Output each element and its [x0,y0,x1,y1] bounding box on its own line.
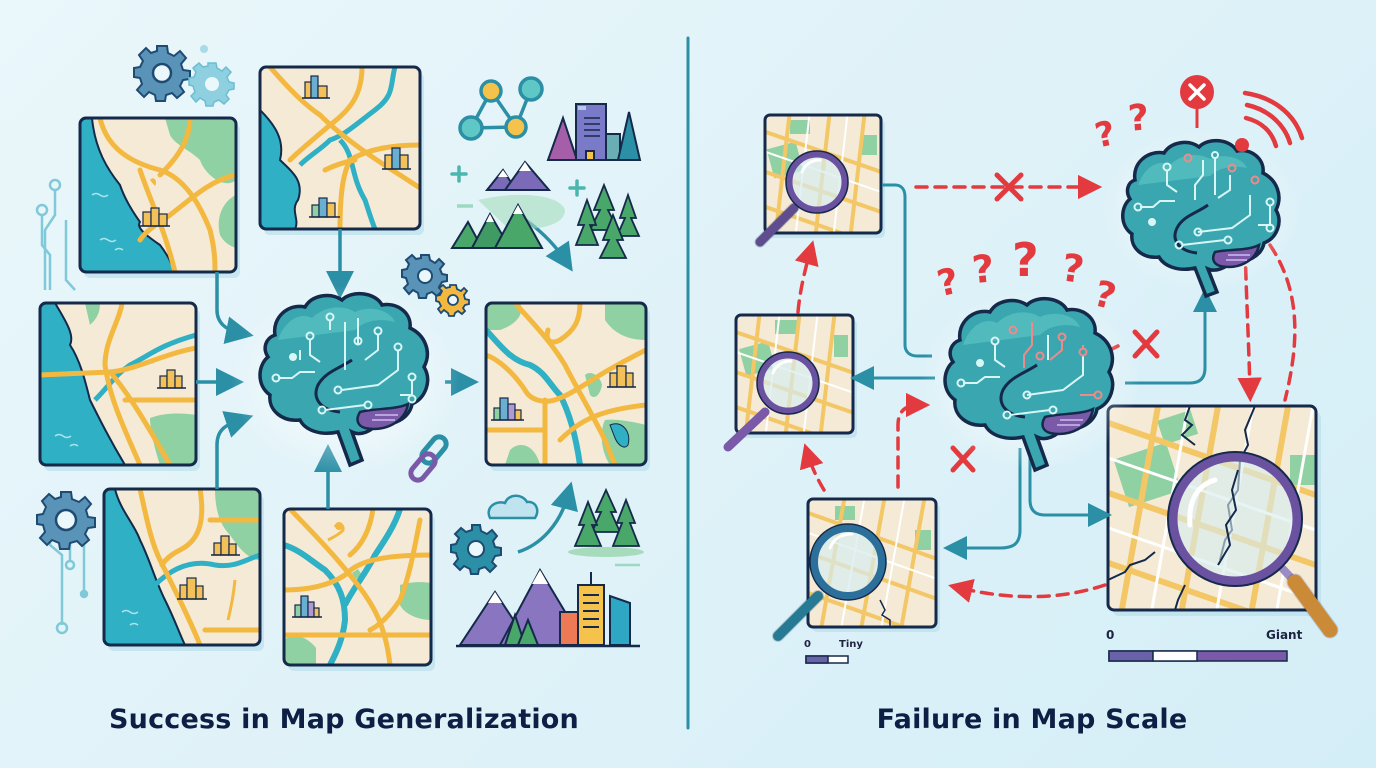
svg-text:?: ? [934,261,963,305]
left-panel [35,45,650,671]
scale-large-max-label: Giant [1266,628,1303,642]
map-tile-coastal-city [102,487,264,651]
question-mark-icons: ? ? [1091,97,1150,156]
scale-small-min-label: 0 [804,639,811,650]
building-icon [157,369,186,389]
magnified-map-tile-middle [723,313,857,452]
node-graph-icon [458,76,544,141]
chain-link-icon [408,434,449,483]
svg-text:?: ? [1091,113,1119,156]
svg-text:?: ? [1059,245,1087,292]
forest-icon [568,487,644,557]
gear-icon [36,491,96,550]
scale-bar-large [1108,650,1288,662]
magnifier-icon [772,523,887,642]
magnifier-icon [723,351,820,452]
scale-large-min-label: 0 [1106,628,1115,642]
gear-icon [450,524,502,575]
brain-circuit-icon [230,285,460,475]
mountain-icon [484,160,552,191]
right-panel-title: Failure in Map Scale [876,704,1188,735]
svg-text:?: ? [1090,273,1120,318]
plus-icon [450,165,586,197]
mountain-city-icon [456,567,640,648]
map-tile-river-grid [282,507,435,671]
gear-icon [188,61,235,107]
cloud-icon [487,494,539,520]
city-skyline-icon [546,103,642,161]
signal-waves-icon [1242,90,1305,149]
confused-brain-icon [920,290,1140,473]
svg-text:?: ? [1127,97,1151,139]
right-panel: ? ? ? ? ? [723,75,1339,664]
cracked-magnified-map-large [1106,404,1339,639]
error-dot [1235,138,1249,152]
alert-brain-icon [1100,130,1300,299]
left-panel-title: Success in Map Generalization [109,704,579,735]
map-tile-city-river [258,65,424,235]
error-pin-icon [1180,75,1214,128]
svg-text:?: ? [970,246,996,292]
building-icon [302,75,330,99]
forest-icon [574,182,641,259]
svg-text:?: ? [1012,233,1039,287]
generalized-map-output [484,301,650,471]
building-icon [309,197,340,218]
scale-bar-small [805,655,849,664]
building-icon [607,365,636,388]
building-icon [491,397,524,421]
error-dashed-arrows [794,174,1297,603]
building-icon [211,535,240,556]
mountain-icon [450,202,544,249]
map-tile-river-coast [38,301,200,471]
building-icon [292,595,322,618]
gear-icon [435,283,470,317]
magnified-map-tile-top [754,113,885,248]
gear-icon [401,253,448,299]
magnifier-icon [754,150,849,248]
map-tile-coast [78,116,240,278]
scale-small-max-label: Tiny [839,639,863,650]
magnified-map-tile-small [772,497,940,642]
building-icon [177,577,207,600]
magnifier-icon [1167,451,1339,639]
building-icon [140,207,170,227]
building-icon [382,147,411,170]
gear-icon [133,45,191,102]
